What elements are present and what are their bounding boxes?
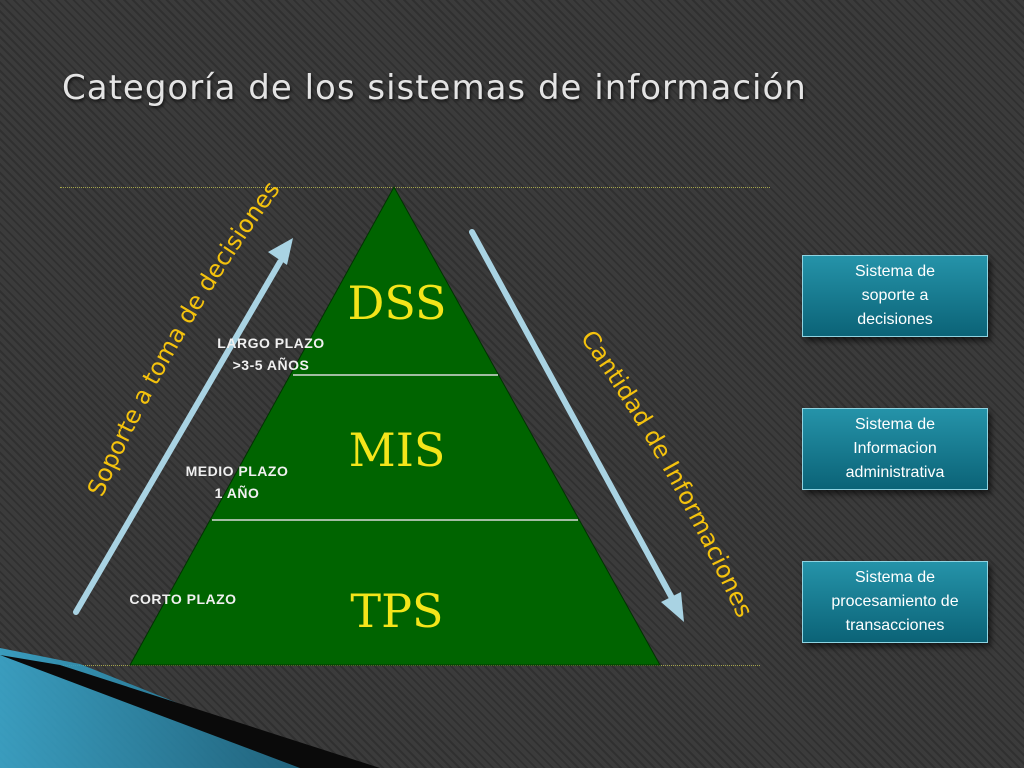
box-dss-line-1: Sistema de xyxy=(854,263,936,280)
box-tps-line-2: procesamiento de xyxy=(831,593,959,610)
box-dss-line-2: soporte a xyxy=(861,287,929,304)
box-transaction-processing-system: Sistema de procesamiento de transaccione… xyxy=(802,561,988,643)
horizon-short-term: CORTO PLAZO xyxy=(108,588,258,610)
horizon-long-term-line-1: LARGO PLAZO xyxy=(217,335,325,351)
horizon-medium-term-line-2: 1 AÑO xyxy=(214,485,260,501)
horizon-long-term-line-2: >3-5 AÑOS xyxy=(232,357,310,373)
right-arrow-shaft xyxy=(469,229,675,601)
box-mis-line-1: Sistema de xyxy=(854,416,936,433)
horizon-long-term: LARGO PLAZO >3-5 AÑOS xyxy=(196,332,346,376)
box-mis-line-2: Informacion xyxy=(853,440,937,457)
horizon-short-term-line-1: CORTO PLAZO xyxy=(129,591,237,607)
box-tps-line-1: Sistema de xyxy=(854,569,936,586)
right-arrow-head xyxy=(661,592,684,622)
box-dss-line-3: decisiones xyxy=(857,311,933,328)
level-label-dss: DSS xyxy=(347,276,447,330)
left-arrow-shaft xyxy=(73,259,283,615)
level-label-mis: MIS xyxy=(348,423,446,477)
box-tps-line-3: transacciones xyxy=(845,617,945,634)
level-label-tps: TPS xyxy=(350,584,444,638)
slide-title: Categoría de los sistemas de información xyxy=(62,68,807,108)
box-mis-line-3: administrativa xyxy=(845,464,945,481)
corner-black-wedge xyxy=(0,655,380,768)
left-arrow-head xyxy=(268,238,293,265)
pyramid-shape xyxy=(129,185,661,666)
horizon-medium-term: MEDIO PLAZO 1 AÑO xyxy=(162,460,312,504)
box-decision-support-system: Sistema de soporte a decisiones xyxy=(802,255,988,337)
box-management-information-system: Sistema de Informacion administrativa xyxy=(802,408,988,490)
top-dotted-line xyxy=(60,187,770,188)
horizon-medium-term-line-1: MEDIO PLAZO xyxy=(185,463,289,479)
